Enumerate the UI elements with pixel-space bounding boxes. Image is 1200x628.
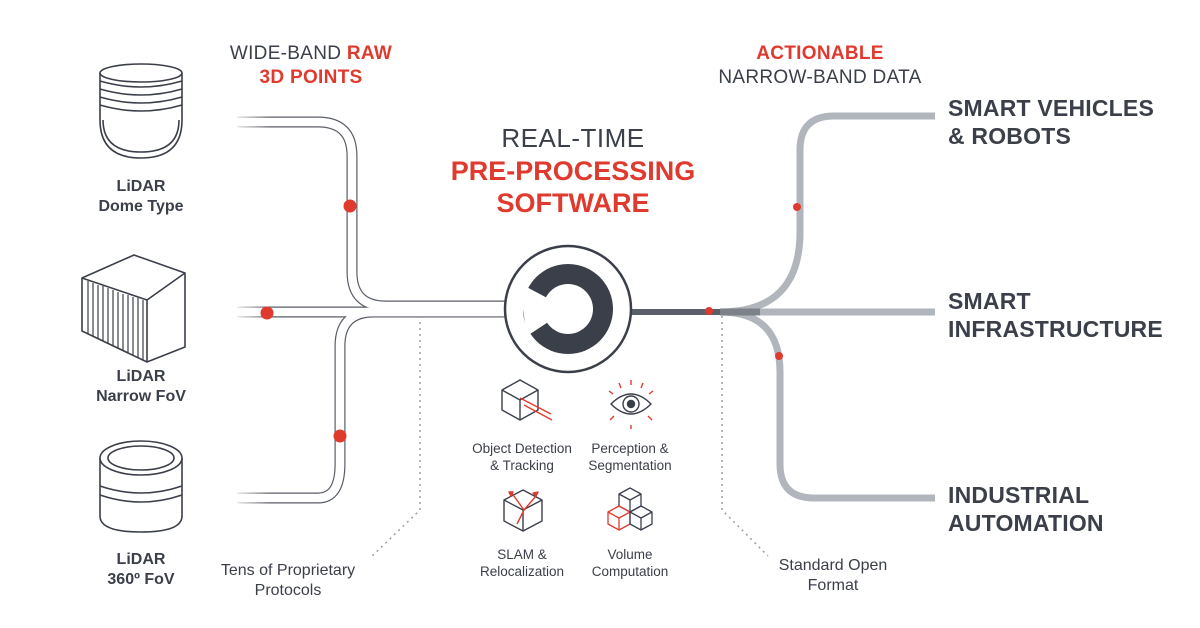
output-label-line1: INDUSTRIAL: [948, 482, 1090, 508]
lidar-360-device: [99, 440, 183, 533]
output-label-line2: & ROBOTS: [948, 122, 1071, 149]
output-label-line1: SMART VEHICLES: [948, 95, 1154, 121]
output-data-points: [705, 203, 801, 360]
header-right-line1: ACTIONABLE: [756, 43, 884, 64]
feature-caption-perception: Perception & Segmentation: [565, 441, 695, 475]
header-right: ACTIONABLE NARROW-BAND DATA: [700, 42, 940, 90]
device-label-dome: LiDAR Dome Type: [71, 177, 211, 217]
output-point-main: [705, 307, 713, 315]
center-title-line3: SOFTWARE: [496, 188, 650, 218]
feature-caption-line2: Relocalization: [479, 563, 565, 579]
note-right-line2: Format: [807, 577, 859, 594]
cube-detection-icon: [501, 379, 553, 421]
device-label-line1: LiDAR: [116, 551, 166, 568]
note-left-line1: Tens of Proprietary: [220, 562, 356, 579]
input-point-360: [333, 429, 347, 443]
feature-caption-line1: Perception &: [591, 441, 669, 456]
output-label-vehicles: SMART VEHICLES & ROBOTS: [948, 95, 1154, 150]
note-right: Standard Open Format: [753, 556, 913, 596]
device-label-narrow: LiDAR Narrow FoV: [71, 367, 211, 407]
stacked-cubes-icon: [607, 487, 653, 531]
feature-caption-line2: Computation: [591, 563, 669, 579]
processing-logo: [503, 244, 633, 374]
input-point-dome: [343, 199, 357, 213]
feature-caption-line2: Segmentation: [588, 457, 672, 473]
center-title-line1: REAL-TIME: [501, 123, 645, 153]
center-title-line2: PRE-PROCESSING: [450, 156, 696, 186]
eye-icon: [608, 380, 654, 429]
lidar-dome-device: [99, 63, 183, 159]
feature-caption-line1: Volume: [607, 547, 653, 562]
note-leaders: [369, 316, 769, 559]
feature-caption-volume: Volume Computation: [565, 547, 695, 581]
header-left-accent: RAW: [346, 43, 393, 64]
slam-cube-icon: [503, 489, 543, 532]
device-label-360: LiDAR 360º FoV: [71, 550, 211, 590]
header-left-line2: 3D POINTS: [259, 66, 363, 88]
note-right-line1: Standard Open: [778, 557, 888, 574]
output-label-industrial: INDUSTRIAL AUTOMATION: [948, 482, 1104, 537]
device-label-line2: 360º FoV: [107, 571, 175, 588]
input-point-narrow: [260, 306, 274, 320]
header-left-line1: WIDE-BAND: [229, 43, 342, 64]
feature-caption-line1: SLAM &: [497, 547, 547, 562]
feature-caption-detection: Object Detection & Tracking: [457, 441, 587, 475]
feature-caption-line1: Object Detection: [472, 441, 572, 456]
output-label-line2: AUTOMATION: [948, 509, 1104, 536]
feature-caption-line2: & Tracking: [490, 457, 554, 473]
output-point-vehicles: [793, 203, 801, 211]
device-label-line2: Narrow FoV: [96, 388, 186, 405]
input-data-points: [260, 199, 357, 443]
output-point-industrial: [775, 352, 783, 360]
lidar-narrow-device: [81, 254, 186, 363]
feature-caption-slam: SLAM & Relocalization: [457, 547, 587, 581]
note-left-line2: Protocols: [254, 582, 322, 599]
header-left: WIDE-BAND RAW 3D POINTS: [196, 42, 426, 90]
device-label-line1: LiDAR: [116, 178, 166, 195]
output-channels: [625, 112, 935, 502]
note-left: Tens of Proprietary Protocols: [193, 561, 383, 601]
output-label-line1: SMART: [948, 288, 1031, 314]
header-right-line2: NARROW-BAND DATA: [718, 66, 922, 88]
device-label-line2: Dome Type: [98, 198, 184, 215]
output-label-infrastructure: SMART INFRASTRUCTURE: [948, 288, 1163, 343]
device-label-line1: LiDAR: [116, 368, 166, 385]
output-label-line2: INFRASTRUCTURE: [948, 315, 1163, 342]
